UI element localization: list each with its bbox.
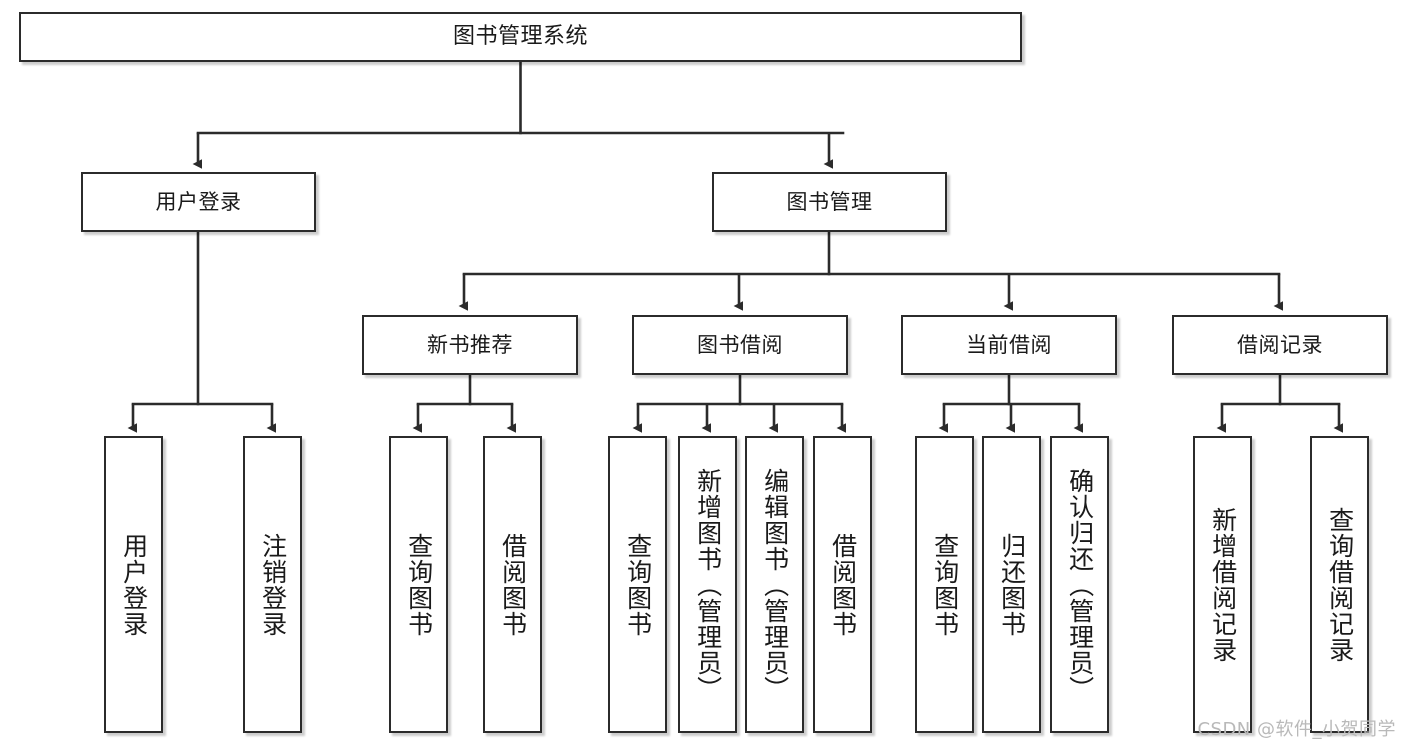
node-label: 查询图书: [930, 532, 960, 637]
leaf-records-add-record[interactable]: 新增借阅记录: [1193, 436, 1252, 733]
leaf-borrow-query-books[interactable]: 查询图书: [608, 436, 667, 733]
node-label: 借阅记录: [1237, 332, 1323, 357]
leaf-borrow-edit-book-admin[interactable]: 编辑图书（管理员）: [745, 436, 804, 733]
node-new-book-recommendation[interactable]: 新书推荐: [362, 315, 578, 375]
node-label: 新增借阅记录: [1208, 506, 1238, 663]
leaf-user-login-login[interactable]: 用户登录: [104, 436, 163, 733]
node-user-login[interactable]: 用户登录: [81, 172, 316, 232]
leaf-borrow-add-book-admin[interactable]: 新增图书（管理员）: [678, 436, 737, 733]
node-current-borrowing[interactable]: 当前借阅: [901, 315, 1117, 375]
node-root-library-system[interactable]: 图书管理系统: [19, 12, 1022, 62]
node-label: 图书管理系统: [452, 24, 588, 50]
node-label: 确认归还（管理员）: [1065, 467, 1095, 702]
node-label: 图书管理: [786, 189, 873, 214]
node-label: 图书借阅: [697, 332, 783, 357]
node-label: 查询借阅记录: [1325, 506, 1355, 663]
node-label: 归还图书: [997, 532, 1027, 637]
node-label: 注销登录: [258, 532, 288, 637]
node-label: 新增图书（管理员）: [693, 467, 723, 702]
node-label: 用户登录: [155, 189, 242, 214]
leaf-current-confirm-return-admin[interactable]: 确认归还（管理员）: [1050, 436, 1109, 733]
node-label: 借阅图书: [498, 532, 528, 637]
node-label: 编辑图书（管理员）: [760, 467, 790, 702]
node-label: 新书推荐: [427, 332, 513, 357]
leaf-records-query-record[interactable]: 查询借阅记录: [1310, 436, 1369, 733]
leaf-current-query-books[interactable]: 查询图书: [915, 436, 974, 733]
node-label: 查询图书: [404, 532, 434, 637]
node-borrowing-records[interactable]: 借阅记录: [1172, 315, 1388, 375]
leaf-current-return-books[interactable]: 归还图书: [982, 436, 1041, 733]
node-label: 当前借阅: [966, 332, 1052, 357]
node-label: 借阅图书: [828, 532, 858, 637]
leaf-borrow-borrow-books[interactable]: 借阅图书: [813, 436, 872, 733]
node-label: 查询图书: [623, 532, 653, 637]
node-book-management[interactable]: 图书管理: [712, 172, 947, 232]
leaf-new-book-query-books[interactable]: 查询图书: [389, 436, 448, 733]
node-book-borrowing[interactable]: 图书借阅: [632, 315, 848, 375]
leaf-user-login-logout[interactable]: 注销登录: [243, 436, 302, 733]
node-label: 用户登录: [119, 532, 149, 637]
leaf-new-book-borrow-books[interactable]: 借阅图书: [483, 436, 542, 733]
watermark: CSDN @软件_小贺同学: [1197, 719, 1396, 740]
